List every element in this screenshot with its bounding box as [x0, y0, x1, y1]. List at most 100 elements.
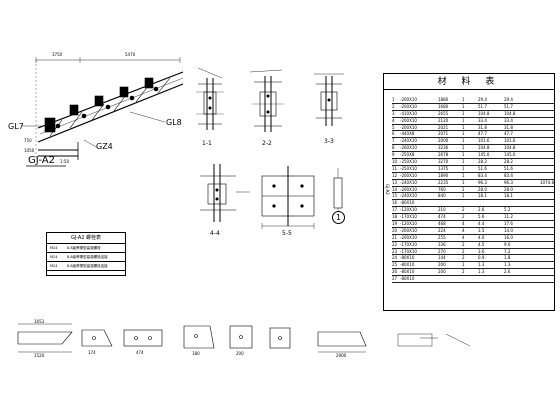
table-cell-spec: -440X8	[400, 131, 415, 137]
table-cell-w2: 51.7	[504, 103, 513, 109]
table-cell-w1: 0.9	[478, 255, 485, 261]
table-cell-no: 8	[392, 145, 395, 151]
part-5-dim: 200	[236, 351, 244, 356]
table-cell-desc: 8.8级摩擦型高强螺栓连接	[67, 255, 108, 259]
table-cell-spec: -240X10	[400, 179, 417, 185]
table-cell-w1: 29.4	[478, 97, 487, 102]
member-label-gz4: GZ4	[96, 142, 113, 151]
table-cell-qty: 1	[462, 262, 465, 268]
section-label-5-5: 5-5	[282, 230, 292, 237]
table-cell-no: 22	[392, 241, 398, 247]
table-cell-spec: -250X10	[400, 165, 417, 171]
table-cell-spec: -250X8	[400, 152, 415, 158]
table-cell-qty: 2	[462, 241, 465, 247]
table-cell-w2: 29.4	[504, 97, 513, 102]
table-cell-qty: 1	[462, 124, 465, 130]
table-cell-qty: 1	[462, 103, 465, 109]
table-cell-w2: 1.8	[504, 255, 511, 261]
table-cell-len: 760	[438, 186, 446, 192]
table-cell-w1: 96.3	[478, 179, 487, 185]
bolt-table-title: GJ-A2 螺栓表	[47, 233, 125, 244]
table-cell-len: 255	[438, 234, 446, 240]
table-cell-no: 21	[392, 234, 398, 240]
detail-callout-bubble: 1	[332, 211, 345, 224]
table-cell-w1: 4.5	[478, 241, 485, 247]
table-cell-spec: -120X10	[400, 221, 417, 227]
table-cell-no: 26	[392, 269, 398, 275]
table-cell-spec: -200X10	[400, 227, 417, 233]
table-cell-no: 20	[392, 227, 398, 233]
table-cell-qty: 1	[462, 145, 465, 151]
table-cell-spec: -200X10	[400, 103, 417, 109]
part-details-row	[17, 323, 471, 353]
table-cell-spec: -200X10	[400, 172, 417, 178]
table-cell-len: 840	[438, 193, 446, 199]
table-cell-w2: 18.1	[504, 193, 513, 199]
table-cell-w1: 83.4	[478, 172, 487, 178]
table-cell-spec: -260X10	[400, 145, 417, 151]
table-cell-w2: 9.0	[504, 241, 511, 247]
table-cell-spec: -170X10	[400, 214, 417, 220]
table-cell-qty: 1	[462, 131, 465, 137]
table-cell-len: 1375	[438, 165, 449, 171]
left-dim-1: 750	[24, 138, 32, 143]
top-dim-1: 3750	[52, 52, 63, 57]
part-3-dim: 474	[136, 350, 144, 355]
table-cell-no: 13	[392, 179, 398, 185]
table-cell-len: 468	[438, 221, 446, 227]
part-1-dim-bottom: 1520	[34, 353, 45, 358]
table-cell-w2: 101.6	[504, 138, 516, 144]
section-label-2-2: 2-2	[262, 140, 272, 147]
detail-callout	[333, 168, 343, 212]
part-7-dim: 2900	[336, 353, 347, 358]
table-cell-qty: 2	[462, 248, 465, 254]
table-cell-len: 200	[438, 269, 446, 275]
table-cell-len: 1890	[438, 172, 449, 178]
table-cell-no: 16	[392, 200, 398, 206]
table-cell-w1: 4.0	[478, 234, 485, 240]
table-cell-no: 10	[392, 159, 398, 165]
table-row: 16-80X10	[392, 200, 554, 208]
table-cell-spec: -170X10	[400, 241, 417, 247]
table-cell-no: 3	[392, 110, 395, 116]
table-cell-w2: 16.0	[504, 234, 513, 240]
table-cell-len: 2021	[438, 124, 449, 130]
table-cell-len: 2071	[438, 131, 449, 137]
table-cell-spec: -80X10	[400, 262, 415, 268]
table-cell-qty: 1	[462, 193, 465, 199]
table-cell-w2: 11.2	[504, 214, 513, 220]
section-4-4	[200, 164, 250, 222]
table-cell-w1: 101.6	[478, 138, 490, 144]
table-cell-w2: 83.4	[504, 172, 513, 178]
table-cell-spec: -170X10	[400, 248, 417, 254]
table-cell-w1: 3.5	[478, 227, 485, 233]
section-label-4-4: 4-4	[210, 230, 220, 237]
table-cell-len: 210	[438, 207, 446, 213]
member-label-gl7: GL7	[8, 122, 24, 131]
table-cell-w2: 7.2	[504, 248, 511, 254]
section-5-5	[261, 166, 315, 229]
table-cell-w2: 51.6	[504, 165, 513, 171]
table-cell-len: 2120	[438, 117, 449, 123]
table-cell-len: 3270	[438, 159, 449, 165]
table-cell-len: 3236	[438, 145, 449, 151]
table-cell-spec: -80X10	[400, 255, 415, 261]
table-cell-len: 2678	[438, 152, 449, 158]
table-cell-spec: -240X10	[400, 193, 417, 199]
table-cell-qty: 1	[462, 117, 465, 123]
elevation-scale: 1:50	[60, 159, 69, 164]
table-cell-w2: 33.4	[504, 117, 513, 123]
table-cell-no: 4	[392, 117, 395, 123]
table-cell-spec: -80X10	[400, 269, 415, 275]
table-cell-w2: 31.8	[504, 124, 513, 130]
table-cell-no: 27	[392, 276, 398, 282]
table-cell-qty: 2	[462, 255, 465, 261]
table-cell-len: 1680	[438, 103, 449, 109]
